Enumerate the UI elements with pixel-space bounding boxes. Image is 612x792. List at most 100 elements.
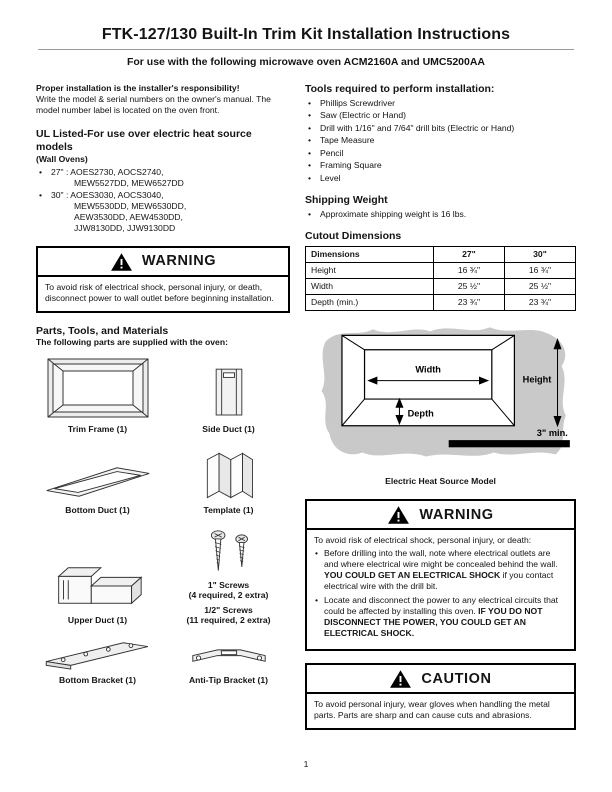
- height-label: Height: [523, 375, 552, 385]
- table-cell: Depth (min.): [305, 294, 434, 312]
- part-caption: Upper Duct (1): [67, 614, 128, 625]
- model-line: JJW8130DD, JJW9130DD: [74, 222, 176, 233]
- warning-header: WARNING: [38, 248, 288, 277]
- part-screws: 1" Screws (4 required, 2 extra) 1/2" Scr…: [167, 529, 290, 625]
- model-line: MEW5527DD, MEW6527DD: [74, 177, 184, 188]
- table-cell: Width: [305, 278, 434, 296]
- part-bottom-duct: Bottom Duct (1): [36, 449, 159, 515]
- page-number: 1: [303, 759, 309, 769]
- depth-label: Depth: [408, 409, 434, 419]
- table-cell: Height: [305, 262, 434, 280]
- model-line: AEW3530DD, AEW4530DD,: [74, 211, 183, 222]
- shipping-heading: Shipping Weight: [305, 193, 388, 206]
- two-column-layout: Proper installation is the installer's r…: [36, 82, 577, 731]
- warning-item: Before drilling into the wall, note wher…: [314, 548, 567, 592]
- model-line: 30" : AOES3030, AOCS3040,: [51, 189, 164, 200]
- table-header-row: Dimensions 27" 30": [305, 246, 577, 264]
- parts-subheading: The following parts are supplied with th…: [36, 337, 228, 348]
- responsibility-heading: Proper installation is the installer's r…: [36, 82, 240, 93]
- part-side-duct: Side Duct (1): [167, 356, 290, 434]
- part-caption: Side Duct (1): [202, 424, 255, 435]
- cutout-back-wall: [363, 349, 493, 400]
- tool-item: Drill with 1/16" and 7/64" drill bits (E…: [305, 123, 576, 134]
- part-caption-note: (11 required, 2 extra): [186, 614, 271, 625]
- table-cell: 16 ¾": [432, 262, 505, 280]
- warning-label: WARNING: [141, 253, 217, 270]
- model-item-27: 27" : AOES2730, AOCS2740, MEW5527DD, MEW…: [36, 167, 290, 189]
- caution-box: CAUTION To avoid personal injury, wear g…: [305, 663, 576, 731]
- doc-header: FTK-127/130 Built-In Trim Kit Installati…: [36, 25, 576, 70]
- cutout-diagram-svg: Width Depth Height 3" min.: [321, 327, 570, 457]
- wall-ovens-subheading: (Wall Ovens): [36, 153, 88, 164]
- warning-triangle-icon: [110, 252, 132, 271]
- supplied-parts-grid: Trim Frame (1) Side Duct (1): [36, 356, 290, 685]
- part-caption: Anti-Tip Bracket (1): [188, 675, 269, 686]
- bottom-bracket-illustration: [45, 642, 148, 670]
- part-caption: Template (1): [203, 504, 254, 515]
- ul-listed-heading: UL Listed-For use over electric heat sou…: [36, 127, 252, 153]
- table-cell: 16 ¾": [503, 262, 577, 280]
- table-header: Dimensions: [305, 246, 434, 264]
- shelf-min-clearance-bar: [448, 440, 570, 448]
- parts-section-heading: Parts, Tools, and Materials: [36, 324, 169, 337]
- page-subtitle: For use with the following microwave ove…: [126, 56, 486, 69]
- warning-box-disconnect: WARNING To avoid risk of electrical shoc…: [36, 245, 290, 313]
- screws-illustration: [210, 530, 248, 571]
- cutout-dimensions-table: Dimensions 27" 30" Height 16 ¾" 16 ¾" Wi…: [305, 246, 577, 312]
- tools-heading: Tools required to perform installation:: [305, 82, 495, 95]
- model-line: 27" : AOES2730, AOCS2740,: [51, 166, 164, 177]
- table-cell: 25 ½": [432, 278, 505, 296]
- warning-body: To avoid risk of electrical shock, perso…: [307, 530, 574, 649]
- part-anti-tip-bracket: Anti-Tip Bracket (1): [167, 639, 290, 685]
- width-label: Width: [415, 365, 441, 375]
- part-trim-frame: Trim Frame (1): [36, 356, 159, 434]
- warning-item-text: Before drilling into the wall, note wher…: [324, 548, 558, 570]
- warning-intro: To avoid risk of electrical shock, perso…: [314, 535, 532, 546]
- warning-item-list: Before drilling into the wall, note wher…: [314, 548, 567, 639]
- caution-header: CAUTION: [307, 665, 574, 695]
- caution-triangle-icon: [390, 670, 412, 688]
- warning-item-emphasis: IF YOU DO NOT DISCONNECT THE POWER, YOU …: [324, 606, 543, 639]
- tool-item: Level: [305, 173, 576, 184]
- shipping-item: Approximate shipping weight is 16 lbs.: [305, 209, 576, 220]
- model-item-30: 30" : AOES3030, AOCS3040, MEW5530DD, MEW…: [36, 190, 290, 234]
- caution-label: CAUTION: [421, 670, 492, 687]
- table-row: Height 16 ¾" 16 ¾": [305, 262, 577, 280]
- table-row: Depth (min.) 23 ¾" 23 ¾": [305, 294, 577, 312]
- upper-duct-illustration: [56, 567, 142, 605]
- right-column: Tools required to perform installation: …: [305, 82, 577, 731]
- tool-item: Framing Square: [305, 160, 576, 171]
- table-cell: 23 ¾": [503, 294, 577, 312]
- title-rule: [38, 49, 574, 51]
- tool-item: Pencil: [305, 148, 576, 159]
- part-bottom-bracket: Bottom Bracket (1): [36, 639, 159, 685]
- part-caption: 1" Screws: [207, 579, 250, 590]
- part-caption: Bottom Duct (1): [65, 504, 130, 515]
- warning-triangle-icon: [388, 506, 410, 524]
- part-template: Template (1): [167, 449, 290, 515]
- warning-header: WARNING: [307, 501, 574, 531]
- warning-item: Locate and disconnect the power to any e…: [314, 595, 567, 639]
- trim-frame-illustration: [47, 358, 148, 418]
- diagram-caption: Electric Heat Source Model: [385, 476, 496, 487]
- width-arrow: [367, 376, 490, 385]
- warning-item-emphasis: YOU COULD GET AN ELECTRICAL SHOCK: [324, 570, 501, 581]
- shipping-list: Approximate shipping weight is 16 lbs.: [305, 209, 576, 220]
- anti-tip-bracket-illustration: [191, 649, 266, 663]
- warning-label: WARNING: [419, 506, 494, 523]
- part-caption: 1/2" Screws: [204, 604, 253, 615]
- warning-body: To avoid risk of electrical shock, perso…: [45, 281, 274, 303]
- height-arrow: [553, 338, 562, 428]
- template-illustration: [206, 452, 253, 499]
- table-header: 30": [503, 246, 577, 264]
- cutout-heading: Cutout Dimensions: [305, 229, 402, 242]
- depth-arrow: [395, 397, 404, 426]
- tool-item: Tape Measure: [305, 135, 576, 146]
- caution-body: To avoid personal injury, wear gloves wh…: [314, 699, 550, 721]
- bottom-duct-illustration: [46, 466, 149, 497]
- left-column: Proper installation is the installer's r…: [36, 83, 290, 730]
- table-cell: 25 ½": [503, 278, 577, 296]
- side-duct-illustration: [215, 369, 242, 416]
- warning-box-drilling: WARNING To avoid risk of electrical shoc…: [305, 499, 576, 652]
